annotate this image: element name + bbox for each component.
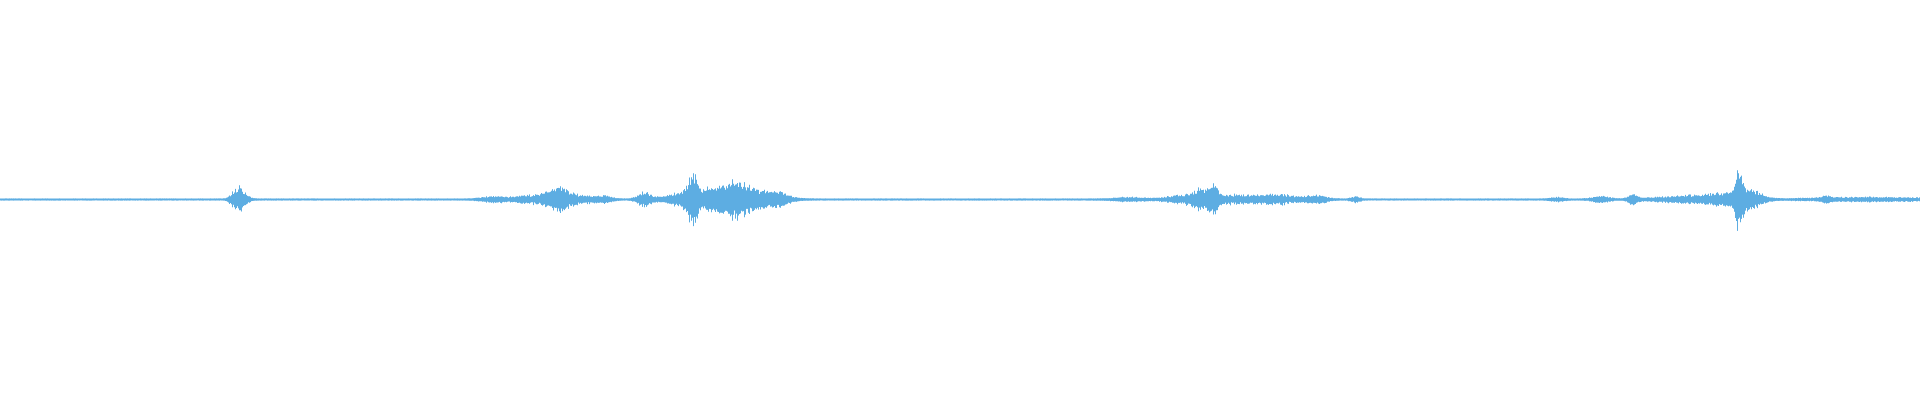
- waveform-path-group: [0, 170, 1920, 231]
- waveform-path: [0, 170, 1920, 231]
